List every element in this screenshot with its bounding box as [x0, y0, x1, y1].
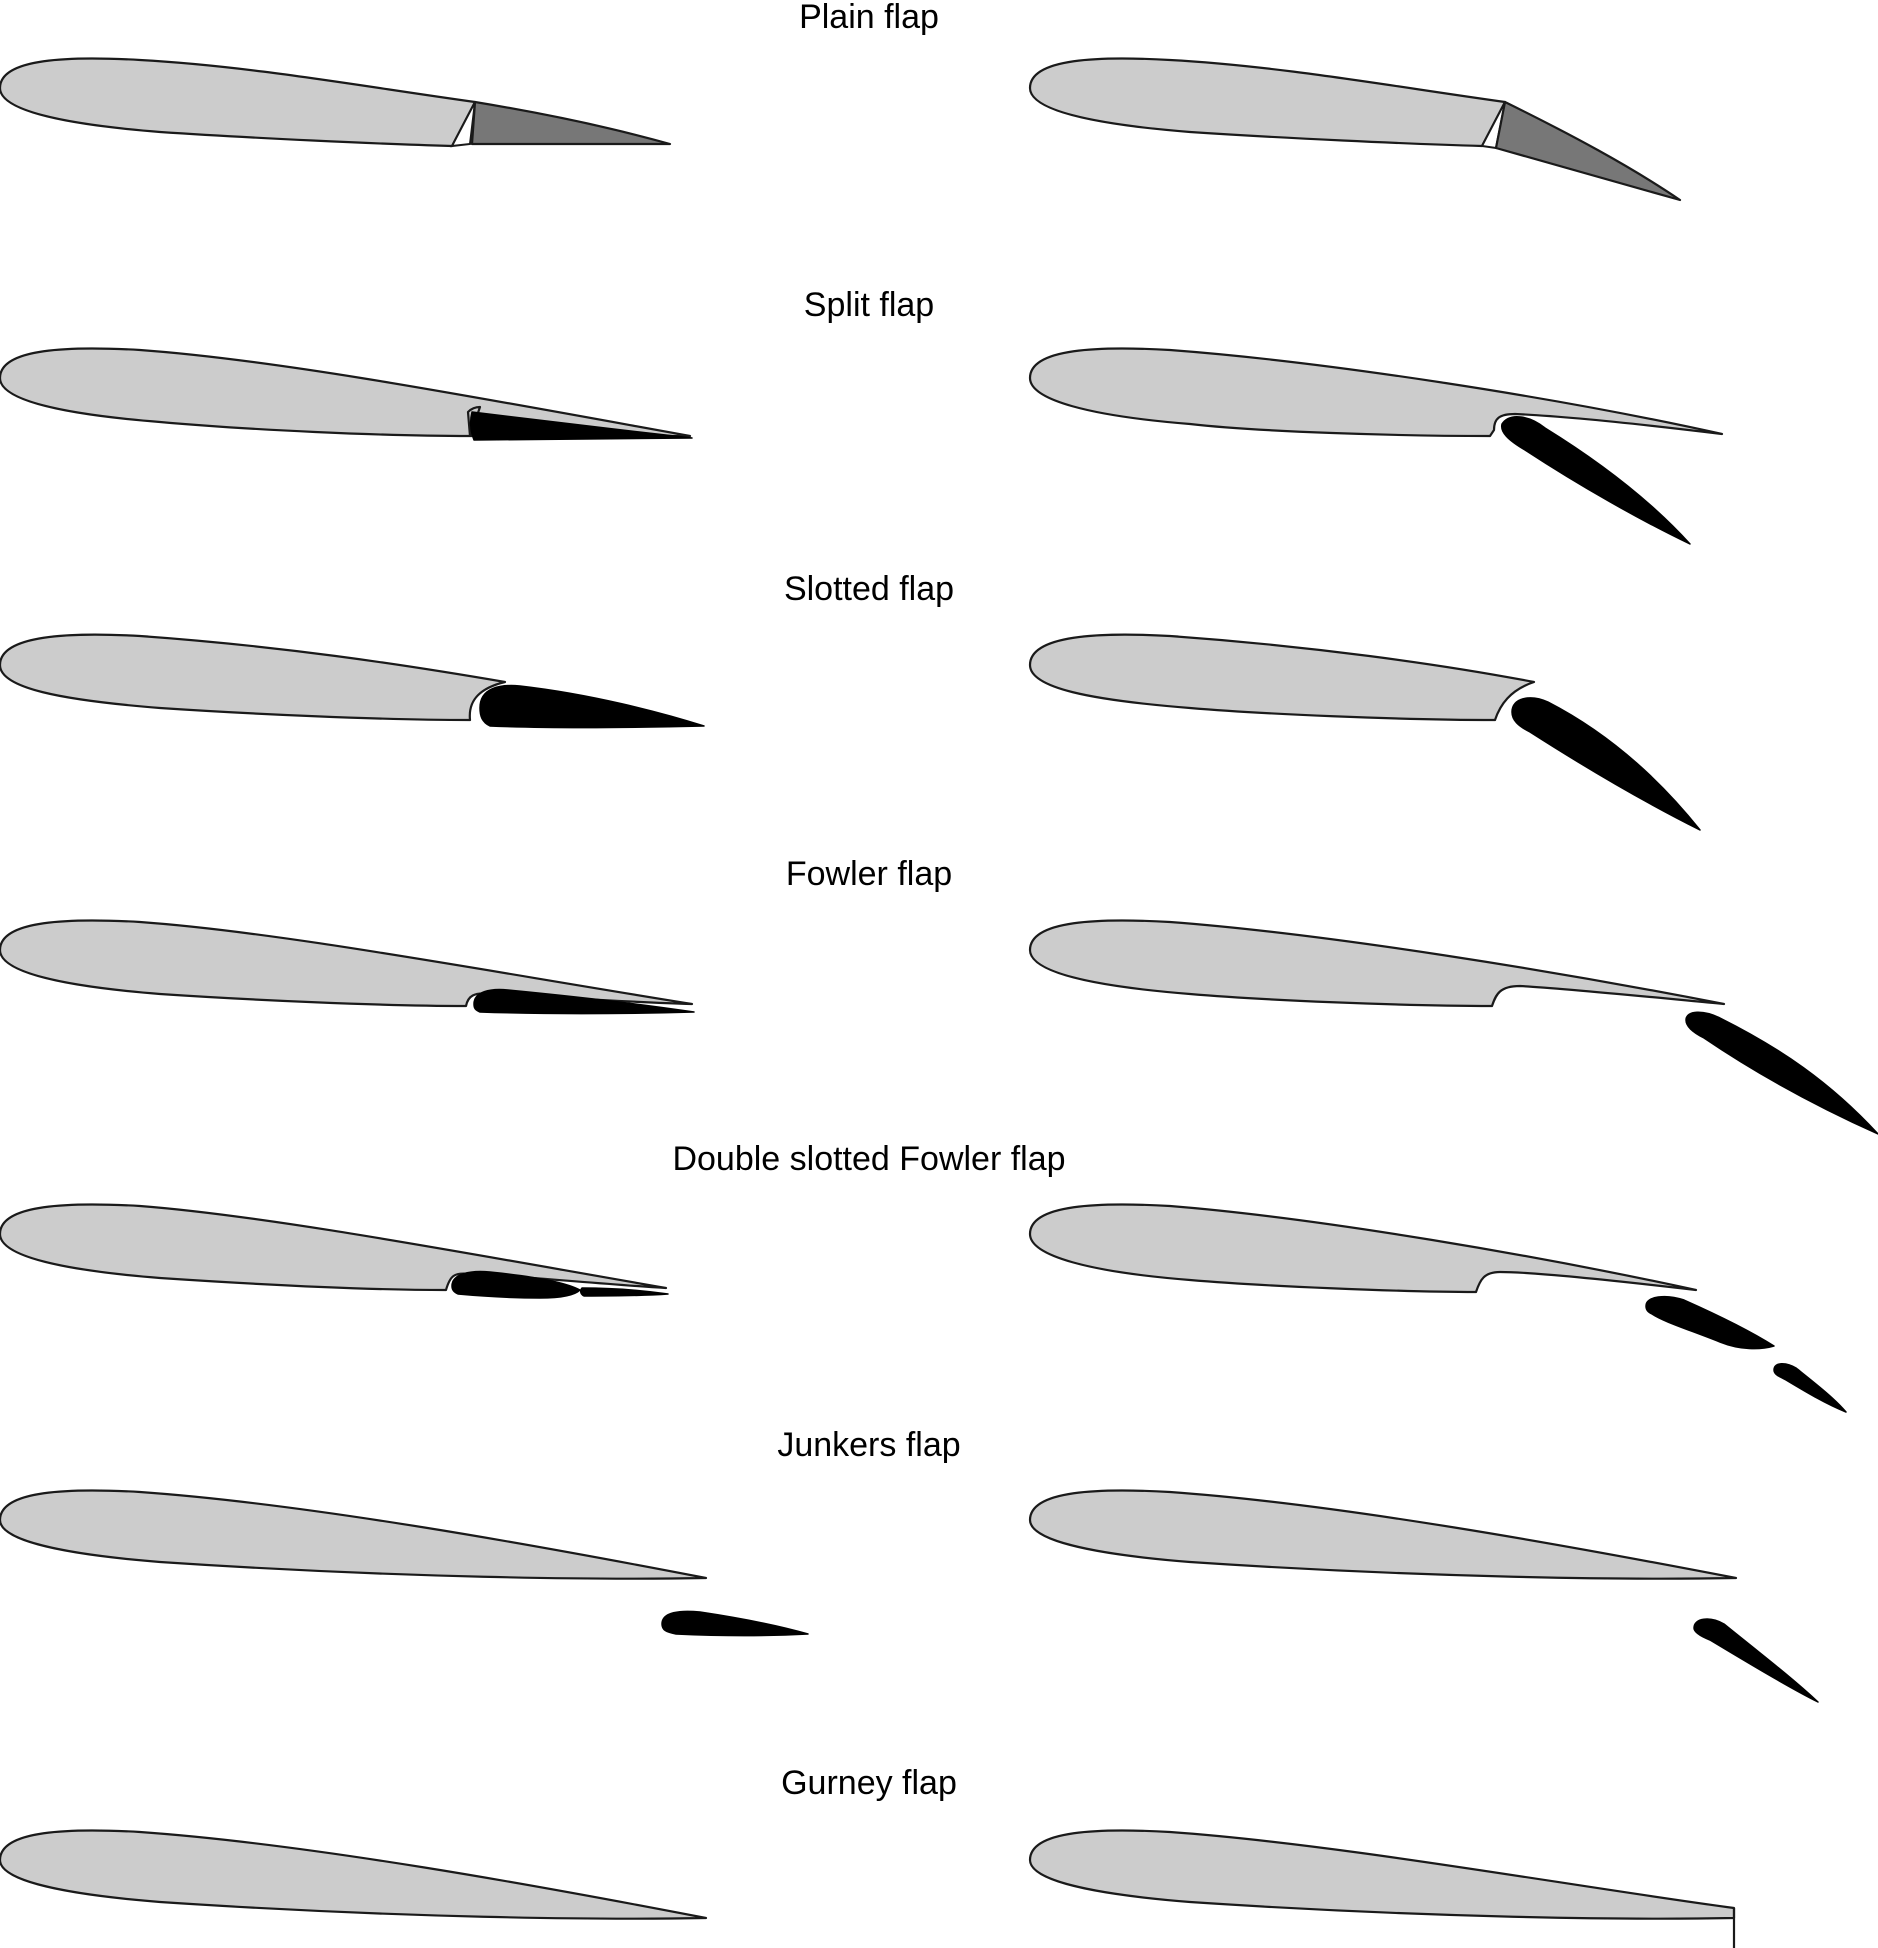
slotted-flap-retained: [0, 633, 705, 729]
junkers-flap-retained: [0, 1489, 809, 1637]
double-slotted-fowler-flap-retained: [0, 1203, 669, 1299]
split-flap-retained: [0, 347, 693, 441]
fowler-flap-aft: [1773, 1363, 1847, 1413]
slotted-flap-element: [479, 684, 705, 729]
airfoil-main: [0, 1203, 668, 1292]
fowler-flap-element: [473, 988, 695, 1015]
title-plain-flap: Plain flap: [799, 0, 939, 36]
flap-deflected: [1494, 100, 1682, 202]
junkers-flap-element: [1693, 1618, 1819, 1703]
fowler-flap-retained: [0, 919, 695, 1015]
title-double-slotted-fowler-flap: Double slotted Fowler flap: [672, 1140, 1066, 1178]
gurney-flap-retained: [0, 1829, 708, 1920]
title-split-flap: Split flap: [803, 286, 935, 324]
junkers-flap-deployed: [1028, 1489, 1819, 1703]
airfoil-main: [1028, 633, 1536, 722]
airfoil-main: [1028, 919, 1726, 1008]
airfoil-main: [0, 1829, 708, 1920]
airfoil-main: [0, 1489, 708, 1580]
airfoil-main: [0, 57, 477, 148]
gurney-flap-deployed: [1028, 1829, 1736, 1948]
airfoil-main: [0, 633, 507, 722]
plain-flap-deployed: [1028, 57, 1682, 202]
airfoil-main: [0, 347, 692, 438]
flap-neutral: [470, 100, 672, 146]
fowler-vane-forward: [451, 1270, 581, 1299]
fowler-flap-deployed: [1028, 919, 1878, 1135]
fowler-flap-aft: [579, 1287, 669, 1297]
title-fowler-flap: Fowler flap: [785, 855, 953, 893]
title-gurney-flap: Gurney flap: [781, 1764, 957, 1802]
slotted-flap-element: [1511, 697, 1701, 831]
fowler-flap-element: [1685, 1011, 1878, 1135]
airfoil-main: [1028, 1489, 1738, 1580]
plain-flap-retained: [0, 57, 672, 148]
split-flap-deployed: [1028, 347, 1724, 545]
airfoil-main: [0, 919, 694, 1008]
junkers-flap-element: [661, 1610, 809, 1637]
airfoil-main: [1028, 1829, 1736, 1920]
split-flap-panel: [469, 411, 693, 441]
fowler-vane-forward: [1645, 1295, 1775, 1350]
airfoil-main: [1028, 347, 1724, 438]
double-slotted-fowler-flap-deployed: [1028, 1203, 1847, 1413]
airfoil-main: [1028, 57, 1507, 148]
slotted-flap-deployed: [1028, 633, 1701, 831]
title-junkers-flap: Junkers flap: [777, 1426, 961, 1464]
airfoil-main: [1028, 1203, 1698, 1294]
split-flap-panel: [1500, 416, 1691, 545]
title-slotted-flap: Slotted flap: [783, 570, 955, 608]
